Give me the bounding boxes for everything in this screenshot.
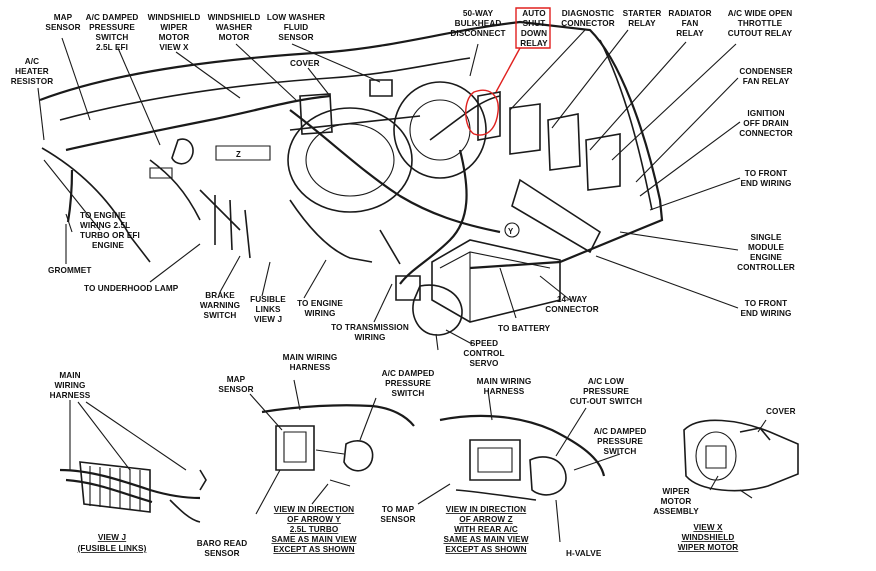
label-h-valve: H-VALVE [566, 549, 602, 558]
main-view-drawing: Z Y [39, 20, 664, 351]
label-cover-x: COVER [766, 407, 796, 416]
view-j-drawing [59, 400, 207, 523]
view-y-drawing [249, 379, 415, 515]
label-cover-top: COVER [290, 59, 320, 68]
leader-lines [37, 29, 741, 345]
view-x-drawing [683, 419, 799, 499]
asd-relay-highlight [465, 7, 551, 136]
label-view-j: VIEW J(FUSIBLE LINKS) [78, 533, 147, 553]
arrow-z-marker: Z [236, 150, 241, 159]
view-z-drawing [417, 389, 621, 543]
label-underhood: TO UNDERHOOD LAMP [84, 284, 179, 293]
label-grommet: GROMMET [48, 266, 91, 275]
arrow-y-marker: Y [508, 227, 514, 236]
label-to-battery: TO BATTERY [498, 324, 551, 333]
